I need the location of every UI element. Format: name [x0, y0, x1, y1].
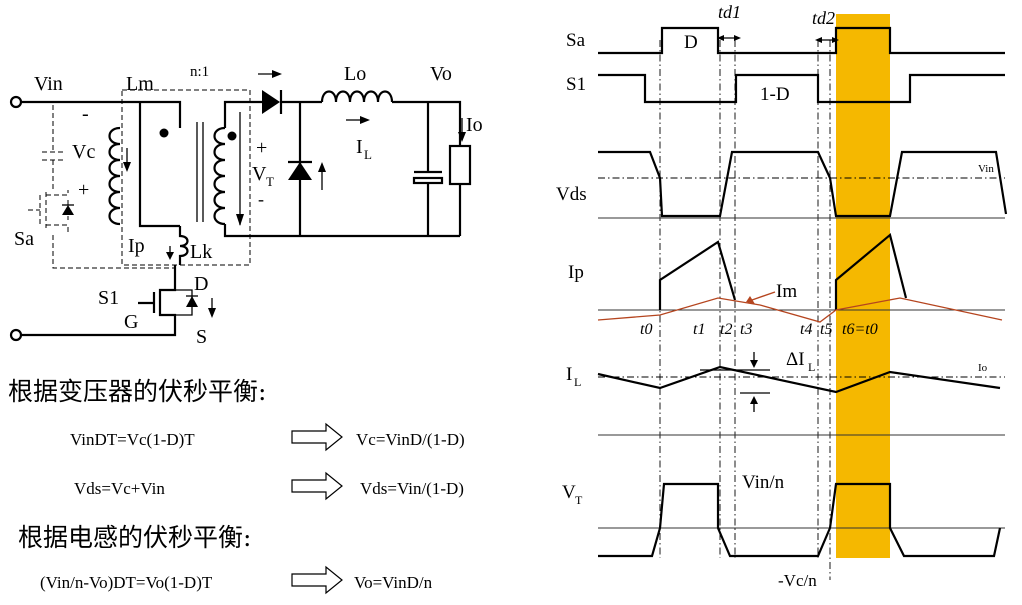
lk-label: Lk [190, 241, 212, 263]
transformer-core [196, 122, 204, 222]
il-waveform [597, 365, 1001, 394]
sa-wave-label: Sa [566, 30, 586, 51]
clamp-wire-bottom [52, 235, 175, 269]
vt-plus-label: + [256, 137, 267, 159]
t1-label: t1 [693, 321, 705, 338]
lo-label: Lo [344, 63, 366, 85]
clamp-capacitor [42, 151, 64, 161]
s1-waveform [598, 73, 1005, 104]
vds-wave-label: Vds [556, 184, 587, 205]
g-label: G [124, 311, 138, 333]
implies-arrow-3 [291, 565, 343, 595]
sa-switch [28, 190, 74, 235]
vc-n-label: -Vc/n [778, 571, 817, 590]
vc-plus-label: + [78, 179, 89, 201]
eq2-left: Vds=Vc+Vin [74, 479, 165, 498]
il-wave-label: I [566, 364, 572, 385]
vt-minus-label: - [258, 189, 264, 209]
vt-sub-label: T [266, 174, 274, 189]
ground-rail [21, 318, 177, 337]
eq1-right: Vc=VinD/(1-D) [356, 430, 465, 449]
vt-wave-label: V [562, 482, 576, 503]
circuit-schematic: Vin Lm n:1 Lo Vo Io Vc - + Sa Ip Lk S1 D… [9, 63, 483, 348]
rectifier-diode [262, 90, 280, 114]
vds-waveform [598, 150, 1008, 218]
primary-dot [159, 128, 169, 138]
delta-il-label: ΔI [786, 349, 805, 370]
vo-label: Vo [430, 63, 452, 85]
lk-inductor [178, 226, 189, 265]
im-waveform [597, 297, 1003, 323]
vt-waveform [598, 482, 1002, 558]
td2-label: td2 [812, 8, 835, 28]
output-inductor [320, 90, 394, 103]
sa-waveform [598, 26, 1005, 55]
eq2-right: Vds=Vin/(1-D) [360, 479, 464, 498]
vt-label: V [252, 163, 267, 185]
il-label: I [356, 136, 363, 158]
vc-label: Vc [72, 141, 95, 163]
im-wave-label: Im [776, 281, 797, 302]
il-sub-label: L [364, 147, 372, 162]
ip-waveform-2 [834, 233, 908, 310]
delta-il-sub: L [808, 360, 815, 374]
eq3-left: (Vin/n-Vo)DT=Vo(1-D)T [40, 573, 213, 592]
vds-arrow [208, 308, 216, 318]
vc-minus-label: - [82, 103, 89, 125]
td1-marker [717, 35, 741, 41]
d-label: D [194, 273, 208, 295]
lm-label: Lm [126, 73, 154, 95]
ip-arrow [166, 252, 174, 260]
ip-wave-label: Ip [568, 262, 584, 283]
t0-label: t0 [640, 321, 652, 338]
freewheel-diode [288, 162, 312, 180]
t2-label: t2 [720, 321, 732, 338]
sa-d-label: D [684, 32, 698, 53]
heading-inductor: 根据电感的伏秒平衡: [18, 523, 251, 552]
time-labels: t0 t1 t2 t3 t4 t5 t6=t0 [640, 321, 878, 338]
load-resistor [448, 144, 472, 186]
t4-label: t4 [800, 321, 812, 338]
primary-winding [108, 126, 121, 226]
im-arrow [123, 162, 131, 172]
vt-wave-sub: T [575, 493, 583, 507]
ground-terminal [9, 328, 23, 342]
time-markers [659, 40, 831, 580]
td1-label: td1 [718, 2, 741, 22]
s1-1d-label: 1-D [760, 84, 790, 105]
il-io-ref: Io [978, 362, 988, 374]
t6-label: t6=t0 [842, 321, 878, 338]
s1-switch [138, 265, 198, 318]
il-wave-sub: L [574, 375, 581, 389]
vin-terminal [9, 95, 23, 109]
implies-arrow-1 [291, 422, 343, 452]
io-label: Io [466, 114, 483, 136]
output-capacitor [412, 176, 444, 185]
secondary-winding [213, 126, 226, 226]
ratio-label: n:1 [190, 64, 209, 80]
sa-label: Sa [14, 228, 34, 250]
sa-body-diode [62, 205, 74, 215]
highlight-band [836, 14, 890, 558]
s1-wave-label: S1 [566, 74, 586, 95]
heading-transformer: 根据变压器的伏秒平衡: [8, 377, 266, 406]
equations: 根据变压器的伏秒平衡: VinDT=Vc(1-D)T Vc=VinD/(1-D)… [8, 377, 465, 595]
t3-label: t3 [740, 321, 752, 338]
waveforms: td1 td2 Sa D S1 1-D Vds Vin Ip Im t0 t1 … [556, 2, 1008, 590]
vin-label: Vin [34, 73, 63, 95]
ip-label: Ip [128, 235, 145, 257]
ip-waveform-1 [658, 240, 737, 310]
t5-label: t5 [820, 321, 832, 338]
eq1-left: VinDT=Vc(1-D)T [70, 430, 195, 449]
implies-arrow-2 [291, 471, 343, 501]
vin-n-label: Vin/n [742, 472, 785, 493]
eq3-right: Vo=VinD/n [354, 573, 433, 592]
s-label: S [196, 326, 207, 348]
transformer-box [121, 89, 251, 266]
s1-label: S1 [98, 287, 119, 309]
secondary-dot [227, 131, 237, 141]
vds-vin-ref: Vin [978, 163, 994, 175]
